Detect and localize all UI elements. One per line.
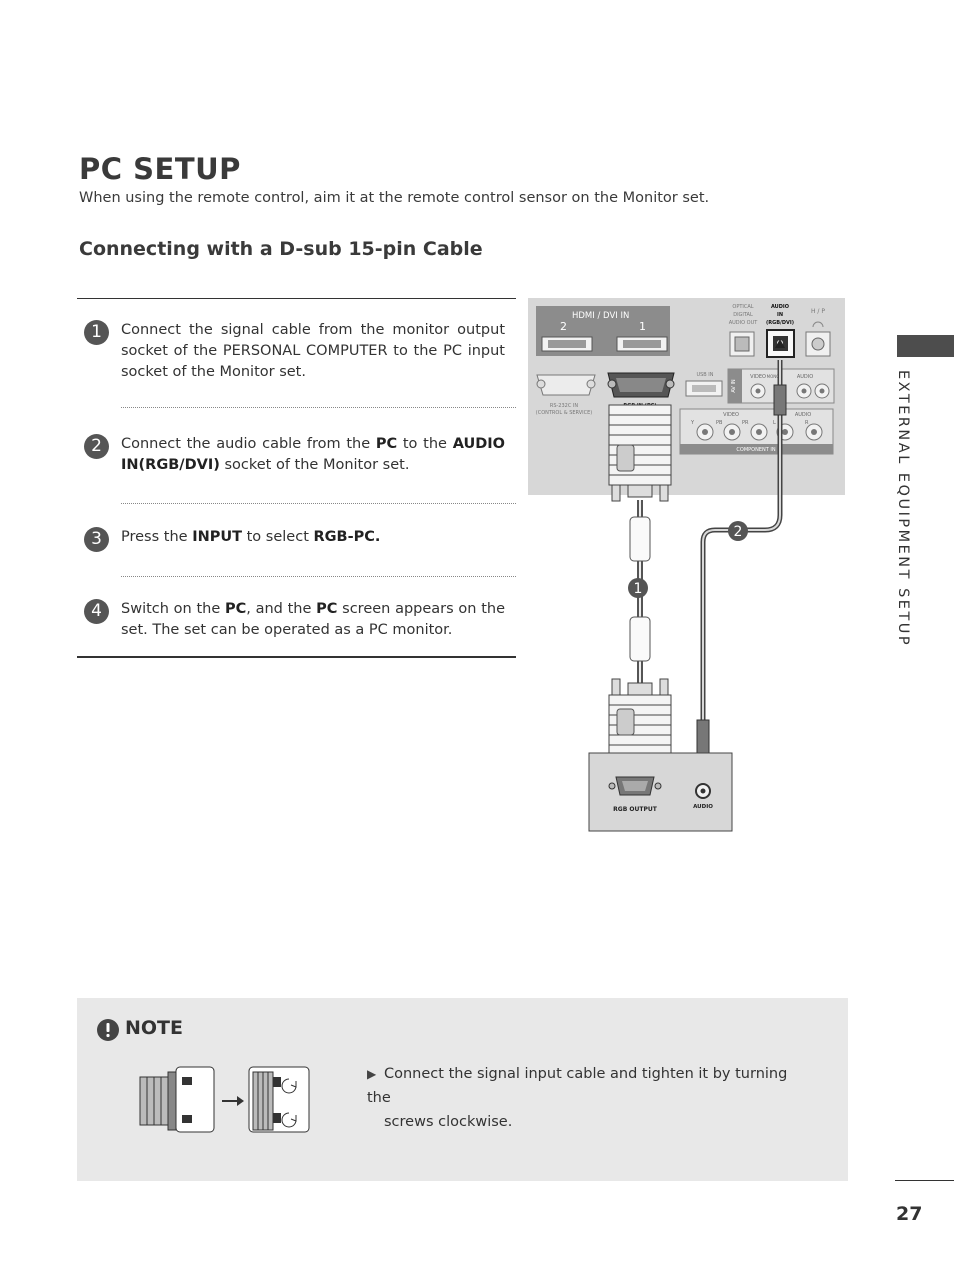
callout-1-badge [628,578,648,598]
side-tab-marker [897,335,954,357]
exclamation-icon [97,1019,119,1041]
audio-in-label-1: AUDIO [771,304,789,310]
rs232-label-1: RS-232C IN [550,403,579,409]
ferrite-core-bottom [629,616,651,662]
steps-top-rule [77,298,516,299]
audio-plug [696,719,710,757]
audio-in-label-2: IN [777,312,783,318]
step-divider [121,407,516,408]
component-pb-label: PB [716,420,723,426]
rs232-port [536,374,596,396]
page-number: 27 [896,1203,923,1225]
av-in-label: AV IN [731,379,737,393]
step-number-badge: 3 [84,527,109,552]
optical-label-3: AUDIO OUT [729,320,759,326]
av-audio-label: AUDIO [797,374,813,380]
bullet-arrow-icon: ▶ [367,1067,377,1081]
step-3-text: Press the INPUT to select RGB-PC. [121,529,381,545]
step-number-badge: 2 [84,434,109,459]
step-4-text: Switch on the PC, and the PC screen appe… [121,601,506,638]
component-l-label: L [773,420,776,426]
note-box: NOTE ▶Connect the signal input cable and… [77,998,848,1181]
callout-1-label: 1 [634,581,643,597]
section-title: Connecting with a D-sub 15-pin Cable [79,238,483,260]
component-y-label: Y [690,420,695,426]
step-number-badge: 4 [84,599,109,624]
page-title: PC SETUP [79,152,241,186]
hp-label: H / P [811,308,825,315]
step-2-text: Connect the audio cable from the PC to t… [121,436,505,473]
headphone-icon [812,321,824,328]
step-1-text: Connect the signal cable from the monito… [121,322,505,380]
steps-bottom-rule [77,656,516,658]
note-title: NOTE [125,1017,183,1039]
step-divider [121,503,516,504]
component-video-label: VIDEO [723,412,739,418]
av-mono-label: MONO [767,374,780,379]
av-video-label: VIDEO [750,374,766,380]
chapter-side-label: EXTERNAL EQUIPMENT SETUP [895,370,911,648]
step-divider [121,576,516,577]
optical-label-2: DIGITAL [733,312,753,318]
usb-in-label: USB IN [696,372,713,378]
pc-back-panel [588,752,733,832]
hdmi-label: HDMI / DVI IN [572,311,629,321]
step-number-badge: 1 [84,320,109,345]
connection-diagram: HDMI / DVI IN 2 1 OPTICAL DIGITAL AUDIO … [528,298,845,832]
ferrite-core-top [629,516,651,562]
component-audio-label: AUDIO [795,412,811,418]
cable-tighten-illustration [139,1066,310,1133]
note-text: ▶Connect the signal input cable and tigh… [367,1062,815,1134]
component-pr-label: PR [742,420,749,426]
page-subtitle: When using the remote control, aim it at… [79,190,710,206]
pc-audio-label: AUDIO [693,804,713,810]
hdmi-port-1-label: 1 [639,320,646,333]
optical-label-1: OPTICAL [732,304,753,310]
callout-2-badge [728,521,748,541]
page-number-rule [895,1180,954,1181]
audio-in-label-3: (RGB/DVI) [766,320,794,326]
pc-rgb-output-label: RGB OUTPUT [613,806,658,813]
component-r-label: R [805,420,809,426]
hdmi-port-2-label: 2 [560,320,567,333]
callout-2-label: 2 [734,524,743,540]
component-in-label: COMPONENT IN [736,447,775,453]
rs232-label-2: (CONTROL & SERVICE) [536,410,593,416]
